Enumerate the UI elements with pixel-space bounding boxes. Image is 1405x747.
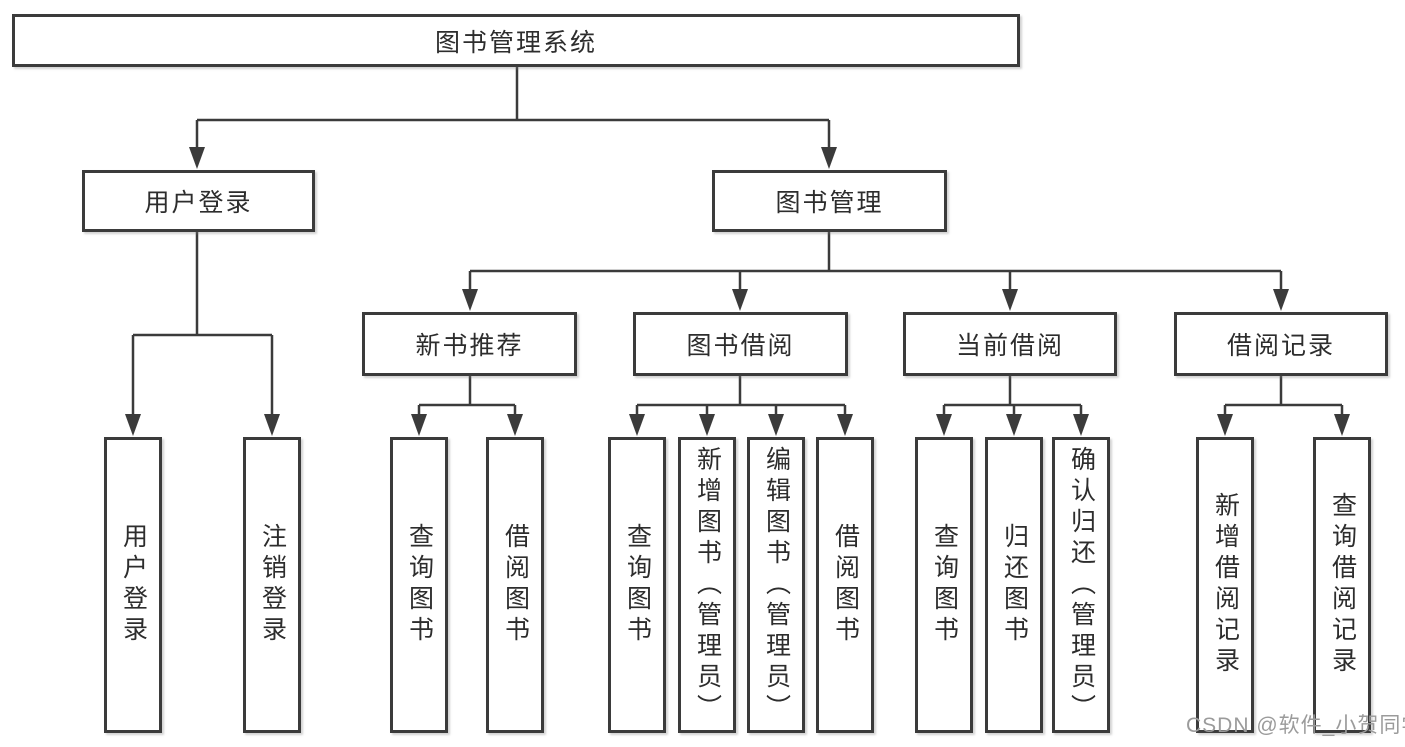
node-leaf-query-books-recommend: 查询图书 xyxy=(390,437,448,733)
leaf-label: 查询借阅记录 xyxy=(1328,492,1357,678)
edge-root-to-level2 xyxy=(195,67,831,150)
leaf-label: 查询图书 xyxy=(623,523,652,647)
edge-user-login-to-children xyxy=(131,232,274,416)
node-book-management: 图书管理 xyxy=(712,170,947,232)
leaf-label: 确认归还（管理员） xyxy=(1067,445,1096,725)
csdn-watermark: CSDN @软件_小贺同学 xyxy=(1186,714,1405,737)
leaf-label: 查询图书 xyxy=(405,523,434,647)
leaf-label: 归还图书 xyxy=(1000,523,1029,647)
node-leaf-logout: 注销登录 xyxy=(243,437,301,733)
edge-current-borrow-to-children xyxy=(942,376,1083,416)
node-leaf-add-borrow-record: 新增借阅记录 xyxy=(1196,437,1254,733)
leaf-label: 注销登录 xyxy=(258,523,287,647)
node-book-borrow: 图书借阅 xyxy=(633,312,848,376)
leaf-label: 新增图书（管理员） xyxy=(693,445,722,725)
leaf-label: 查询图书 xyxy=(930,523,959,647)
leaf-label: 借阅图书 xyxy=(831,523,860,647)
leaf-label: 借阅图书 xyxy=(501,523,530,647)
node-leaf-query-books-current: 查询图书 xyxy=(915,437,973,733)
leaf-label: 用户登录 xyxy=(119,523,148,647)
node-root-library-management-system: 图书管理系统 xyxy=(12,14,1020,67)
node-leaf-borrow-books: 借阅图书 xyxy=(816,437,874,733)
edge-new-book-recommend-to-children xyxy=(417,376,517,416)
node-current-borrow: 当前借阅 xyxy=(903,312,1117,376)
node-leaf-borrow-books-recommend: 借阅图书 xyxy=(486,437,544,733)
node-borrow-records: 借阅记录 xyxy=(1174,312,1388,376)
node-leaf-return-books: 归还图书 xyxy=(985,437,1043,733)
edge-book-borrow-to-children xyxy=(635,376,847,416)
node-leaf-add-books-admin: 新增图书（管理员） xyxy=(678,437,736,733)
node-leaf-query-books-borrow: 查询图书 xyxy=(608,437,666,733)
node-leaf-query-borrow-record: 查询借阅记录 xyxy=(1313,437,1371,733)
edge-book-management-to-level3 xyxy=(468,232,1283,291)
edge-borrow-records-to-children xyxy=(1223,376,1344,416)
node-leaf-edit-books-admin: 编辑图书（管理员） xyxy=(747,437,805,733)
node-new-book-recommend: 新书推荐 xyxy=(362,312,577,376)
arrowheads xyxy=(125,147,1350,436)
node-user-login: 用户登录 xyxy=(82,170,315,232)
leaf-label: 新增借阅记录 xyxy=(1211,492,1240,678)
node-leaf-confirm-return-admin: 确认归还（管理员） xyxy=(1052,437,1110,733)
leaf-label: 编辑图书（管理员） xyxy=(762,445,791,725)
node-leaf-user-login: 用户登录 xyxy=(104,437,162,733)
